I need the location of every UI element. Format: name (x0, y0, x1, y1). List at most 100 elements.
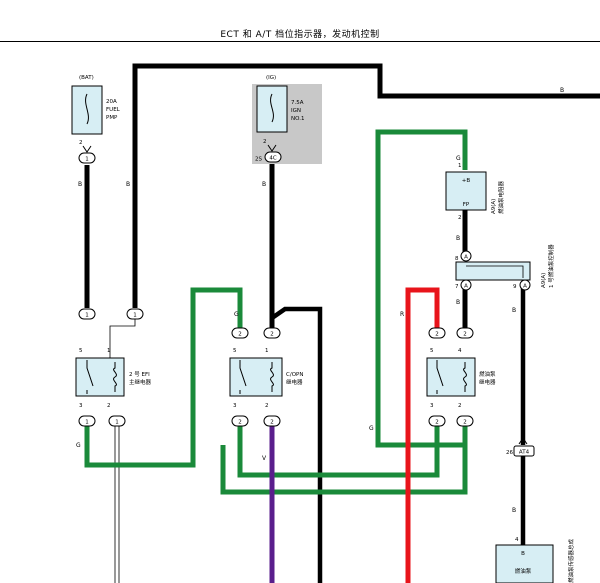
relay1-body (75, 357, 125, 397)
relay1-top-conn-right: 1 (126, 308, 144, 320)
relay1-bottom-conn-left: 1 (78, 415, 96, 427)
svg-text:FP: FP (463, 202, 470, 208)
wire-code-g2: G (234, 311, 239, 318)
fuse2-conn-prefix: 2S (255, 157, 262, 163)
fuse1-pin: 2 (79, 140, 83, 146)
relay2-top-conn-left: 2 (231, 327, 249, 339)
wire-code-b3: B (262, 181, 266, 188)
relay3-switch-icon (436, 360, 444, 394)
svg-text:A: A (523, 284, 527, 290)
wire-code-g1: G (76, 442, 81, 449)
svg-text:4C: 4C (269, 156, 276, 162)
relay3-body (426, 357, 476, 397)
relay1-bottom-conn-right: 1 (108, 415, 126, 427)
fuse1-source: (BAT) (79, 75, 94, 81)
fuse2-arrow-icon (267, 144, 277, 152)
ecu-pin-9: 9 (513, 284, 517, 290)
relay1-pin-3: 3 (79, 403, 83, 409)
fuse-ign (256, 85, 288, 133)
fp-pin-top: 1 (458, 163, 462, 169)
relay1-name-line1: 2 号 EFI (129, 371, 150, 378)
relay3-pin-4: 4 (458, 348, 462, 354)
ecu-conn-top: A (460, 250, 472, 262)
relay3-top-conn-right: 2 (456, 327, 474, 339)
wire-red (405, 287, 440, 583)
wire-code-b8: B (512, 507, 516, 514)
ecu-unit-body (455, 261, 531, 281)
relay2-bottom-conn-right: 2 (263, 415, 281, 427)
bottom-unit-body: B 燃油泵 (495, 544, 554, 583)
svg-text:1: 1 (85, 420, 89, 426)
page-header: ECT 和 A/T 档位指示器，发动机控制 (0, 0, 600, 42)
relay3-pin-2: 2 (458, 403, 462, 409)
svg-text:B: B (521, 551, 525, 557)
svg-text:2: 2 (435, 420, 439, 426)
wire-code-g4: G (456, 155, 461, 162)
fp-pin-bottom: 2 (458, 215, 462, 221)
relay2-body (229, 357, 283, 397)
relay2-pin-3: 3 (233, 403, 237, 409)
relay3-pin-3: 3 (430, 403, 434, 409)
page-title: ECT 和 A/T 档位指示器，发动机控制 (220, 30, 380, 40)
fuse1-name-line1: FUEL (106, 107, 121, 113)
relay1-name-line2: 主继电器 (129, 378, 152, 386)
ecu-pin-7: 7 (455, 284, 459, 290)
wire-code-v: V (262, 455, 267, 462)
relay2-pin-2: 2 (265, 403, 269, 409)
wire-code-r: R (400, 311, 404, 318)
svg-text:2: 2 (435, 332, 439, 338)
relay2-name-line1: C/OPN (286, 372, 303, 378)
relay3-name-line1: 燃油泵 (479, 370, 496, 378)
svg-text:A: A (464, 284, 468, 290)
relay1-top-conn-left: 1 (78, 308, 96, 320)
svg-text:2: 2 (270, 420, 274, 426)
bottom-unit-side-label: 燃油泵传感器总成 (567, 538, 575, 583)
fuse2-source: (IG) (266, 75, 276, 81)
relay3-name-line2: 继电器 (479, 378, 496, 386)
svg-text:2: 2 (238, 420, 242, 426)
fuse2-symbol-icon (270, 93, 274, 123)
wire-green-loop2 (220, 425, 468, 495)
at4-pin: 26 (506, 450, 513, 456)
ecu-label1: A9(A) (541, 273, 547, 288)
relay1-pin-1: 1 (107, 348, 111, 354)
fuse1-arrow-icon (82, 145, 92, 153)
fp-label2: 燃油泵电阻器 (497, 180, 505, 214)
fuse1-symbol-icon (85, 93, 89, 125)
relay1-switch-icon (86, 360, 94, 394)
ecu-conn-bottom-left: A (460, 279, 472, 291)
relay1-pin-5: 5 (79, 348, 83, 354)
fp-label1: A9(A) (491, 199, 497, 214)
wire-green-relay1-relay2 (84, 287, 243, 468)
relay1-pin-2: 2 (107, 403, 111, 409)
ecu-conn-bottom-right: A (519, 279, 531, 291)
wire-black-trunk (132, 63, 600, 308)
fp-unit-body: +B FP (445, 171, 487, 211)
fuse2-connector: 4C (264, 151, 282, 163)
svg-text:1: 1 (133, 313, 137, 319)
relay1-coil-icon (113, 362, 117, 392)
fuse2-rating: 7.5A (291, 100, 304, 106)
fuse1-rating: 20A (106, 99, 117, 105)
fuse1-connector: 1 (78, 152, 96, 164)
relay2-pin-5: 5 (233, 348, 237, 354)
svg-text:2: 2 (238, 332, 242, 338)
relay2-coil-icon (270, 362, 274, 392)
ecu-pin-8: 8 (455, 256, 459, 262)
svg-text:2: 2 (463, 420, 467, 426)
wire-code-b2: B (126, 181, 130, 188)
relay2-bottom-conn-left: 2 (231, 415, 249, 427)
wire-code-b6: B (456, 299, 460, 306)
fuse-fuelpmp (71, 85, 103, 135)
relay2-top-conn-right: 2 (263, 327, 281, 339)
wire-thin-relay1 (109, 318, 136, 358)
relay2-switch-icon (239, 360, 247, 394)
svg-text:2: 2 (463, 332, 467, 338)
wire-code-b7: B (560, 87, 564, 94)
relay3-bottom-conn-right: 2 (456, 415, 474, 427)
svg-text:1: 1 (85, 313, 89, 319)
relay2-pin-1: 1 (265, 348, 269, 354)
svg-text:1: 1 (85, 157, 89, 163)
fuse2-name-line1: IGN (291, 108, 301, 114)
